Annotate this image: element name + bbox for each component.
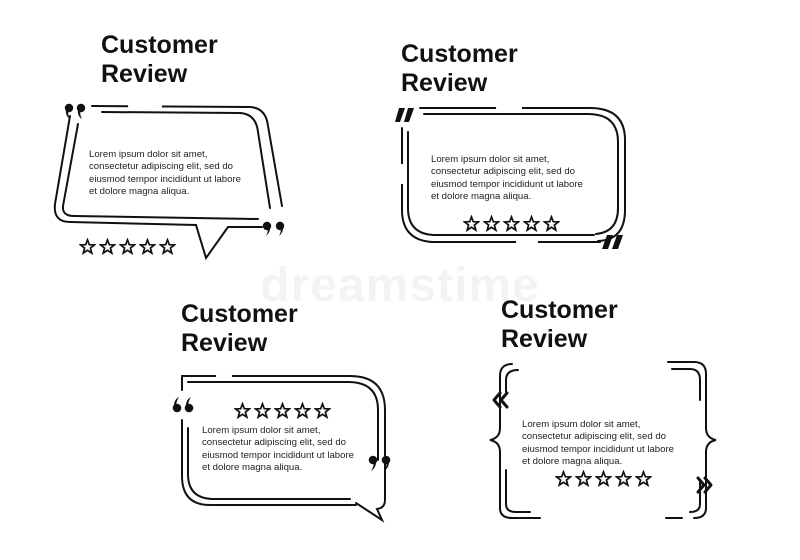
star-icon [595,470,612,487]
star-icon [615,470,632,487]
watermark: dreamstime [0,258,800,313]
review-text: Lorem ipsum dolor sit amet, consectetur … [89,149,241,197]
star-icon [635,470,652,487]
star-icon [575,470,592,487]
star-rating [234,402,331,419]
card-title: Customer Review [181,300,298,357]
star-icon [234,402,251,419]
star-rating [555,470,652,487]
star-icon [463,215,480,232]
star-icon [119,238,136,255]
star-rating [79,238,176,255]
star-icon [543,215,560,232]
star-rating [463,215,560,232]
star-icon [139,238,156,255]
star-icon [99,238,116,255]
star-icon [523,215,540,232]
star-icon [159,238,176,255]
star-icon [254,402,271,419]
card-title: Customer Review [401,40,518,97]
star-icon [483,215,500,232]
star-icon [314,402,331,419]
review-text: Lorem ipsum dolor sit amet, consectetur … [431,154,583,202]
review-text: Lorem ipsum dolor sit amet, consectetur … [522,419,674,467]
star-icon [294,402,311,419]
card-title: Customer Review [101,31,218,88]
star-icon [503,215,520,232]
star-icon [79,238,96,255]
review-text: Lorem ipsum dolor sit amet, consectetur … [202,425,354,473]
card-title: Customer Review [501,296,618,353]
star-icon [555,470,572,487]
star-icon [274,402,291,419]
